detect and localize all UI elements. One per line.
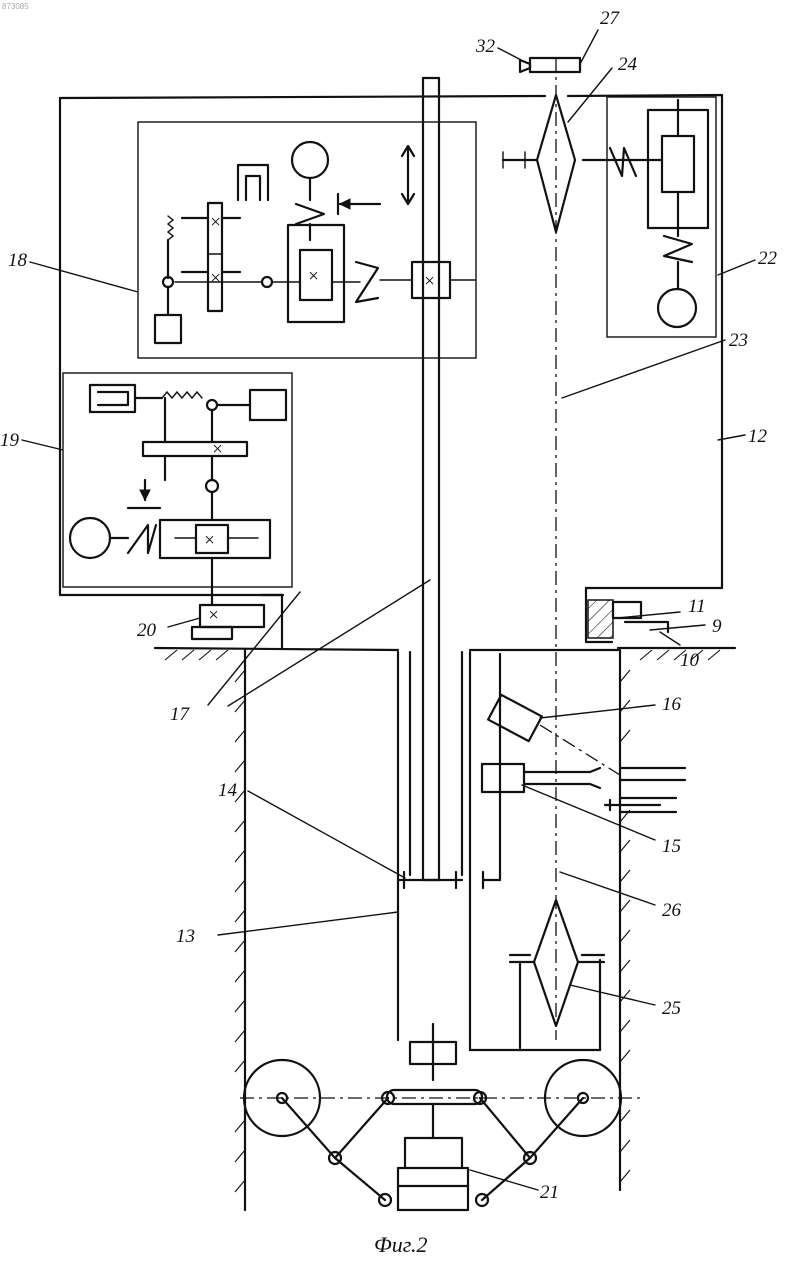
label-25: 25 bbox=[662, 998, 681, 1019]
svg-text:×: × bbox=[209, 212, 222, 233]
label-32: 32 bbox=[475, 36, 496, 57]
label-24: 24 bbox=[618, 54, 638, 75]
shaft-26 bbox=[510, 652, 604, 1048]
label-23: 23 bbox=[729, 330, 748, 351]
borehole-walls bbox=[235, 650, 685, 1210]
label-9: 9 bbox=[712, 616, 722, 637]
document-number: 873085 bbox=[2, 2, 29, 11]
label-16: 16 bbox=[662, 694, 682, 715]
ground-surface: × bbox=[155, 588, 735, 660]
tool-15-16 bbox=[482, 695, 660, 810]
control-unit-18: × × × bbox=[138, 122, 476, 358]
label-14: 14 bbox=[218, 780, 238, 801]
svg-text:×: × bbox=[207, 605, 220, 626]
label-18: 18 bbox=[8, 250, 28, 271]
svg-text:×: × bbox=[423, 271, 436, 292]
svg-text:×: × bbox=[307, 266, 320, 287]
label-22: 22 bbox=[758, 248, 778, 269]
rod-17: × bbox=[380, 78, 475, 880]
control-unit-22 bbox=[583, 97, 716, 337]
figure-caption: Фиг.2 bbox=[374, 1232, 428, 1257]
svg-text:×: × bbox=[203, 530, 216, 551]
svg-text:×: × bbox=[209, 268, 222, 289]
label-15: 15 bbox=[662, 836, 681, 857]
leader-lines bbox=[22, 30, 755, 1190]
label-11: 11 bbox=[688, 596, 706, 617]
label-17: 17 bbox=[170, 704, 191, 725]
label-26: 26 bbox=[662, 900, 682, 921]
label-12: 12 bbox=[748, 426, 768, 447]
linkage-21 bbox=[240, 1060, 640, 1210]
label-20: 20 bbox=[137, 620, 157, 641]
shaft-23 bbox=[503, 58, 580, 652]
label-27: 27 bbox=[600, 8, 621, 29]
control-unit-19: × × bbox=[63, 373, 292, 605]
label-19: 19 bbox=[0, 430, 20, 451]
label-21: 21 bbox=[540, 1182, 559, 1203]
label-13: 13 bbox=[176, 926, 195, 947]
housing-13 bbox=[398, 652, 600, 1080]
label-10: 10 bbox=[680, 650, 700, 671]
